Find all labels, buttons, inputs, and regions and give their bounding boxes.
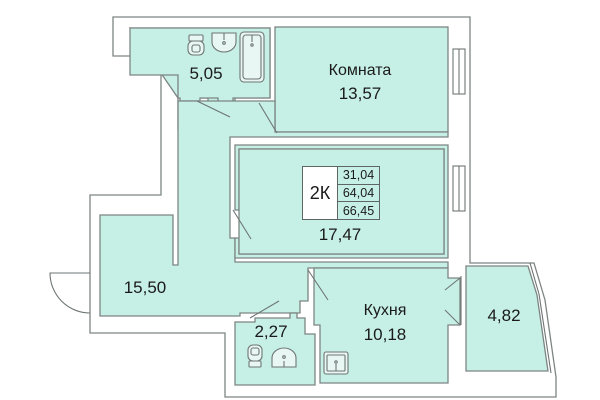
door-komnata: [258, 102, 278, 134]
door-balcony-lower: [444, 309, 461, 326]
room-kitchen: [313, 267, 461, 384]
door-living: [232, 209, 252, 240]
bathtub-icon: [239, 31, 265, 83]
sink-icon: [211, 32, 237, 53]
total-area-with-balcony: 66,45: [338, 202, 379, 220]
living-area: 17,47: [318, 225, 362, 244]
area-values: 31,04 64,04 66,45: [338, 167, 379, 220]
kitchen-sink-icon: [323, 351, 349, 375]
entry-door: [49, 272, 91, 314]
door-bathroom: [196, 100, 231, 118]
apartment-type: 2К: [303, 167, 338, 219]
apartment-summary: 2К 31,04 64,04 66,45: [302, 166, 380, 220]
living-area-total: 31,04: [338, 167, 379, 185]
kitchen-name: Кухня: [363, 302, 407, 319]
balcony-area: 4,82: [487, 306, 521, 325]
total-area: 64,04: [338, 184, 379, 203]
kitchen-area: 10,18: [363, 325, 407, 344]
sink-icon: [271, 347, 297, 368]
toilet-icon: [247, 344, 263, 368]
room-balcony: [465, 265, 549, 372]
room-hall: [99, 100, 449, 317]
door-kitchen: [307, 269, 329, 301]
bathroom-area: 5,05: [189, 64, 223, 83]
door-balcony-upper: [444, 277, 461, 291]
room-komnata: [274, 26, 449, 133]
toilet-icon: [187, 34, 205, 56]
komnata-name: Комната: [328, 62, 392, 79]
komnata-area: 13,57: [338, 84, 382, 103]
toilet-area: 2,27: [254, 322, 288, 341]
hall-area: 15,50: [123, 278, 167, 297]
door-toilet: [249, 300, 280, 319]
